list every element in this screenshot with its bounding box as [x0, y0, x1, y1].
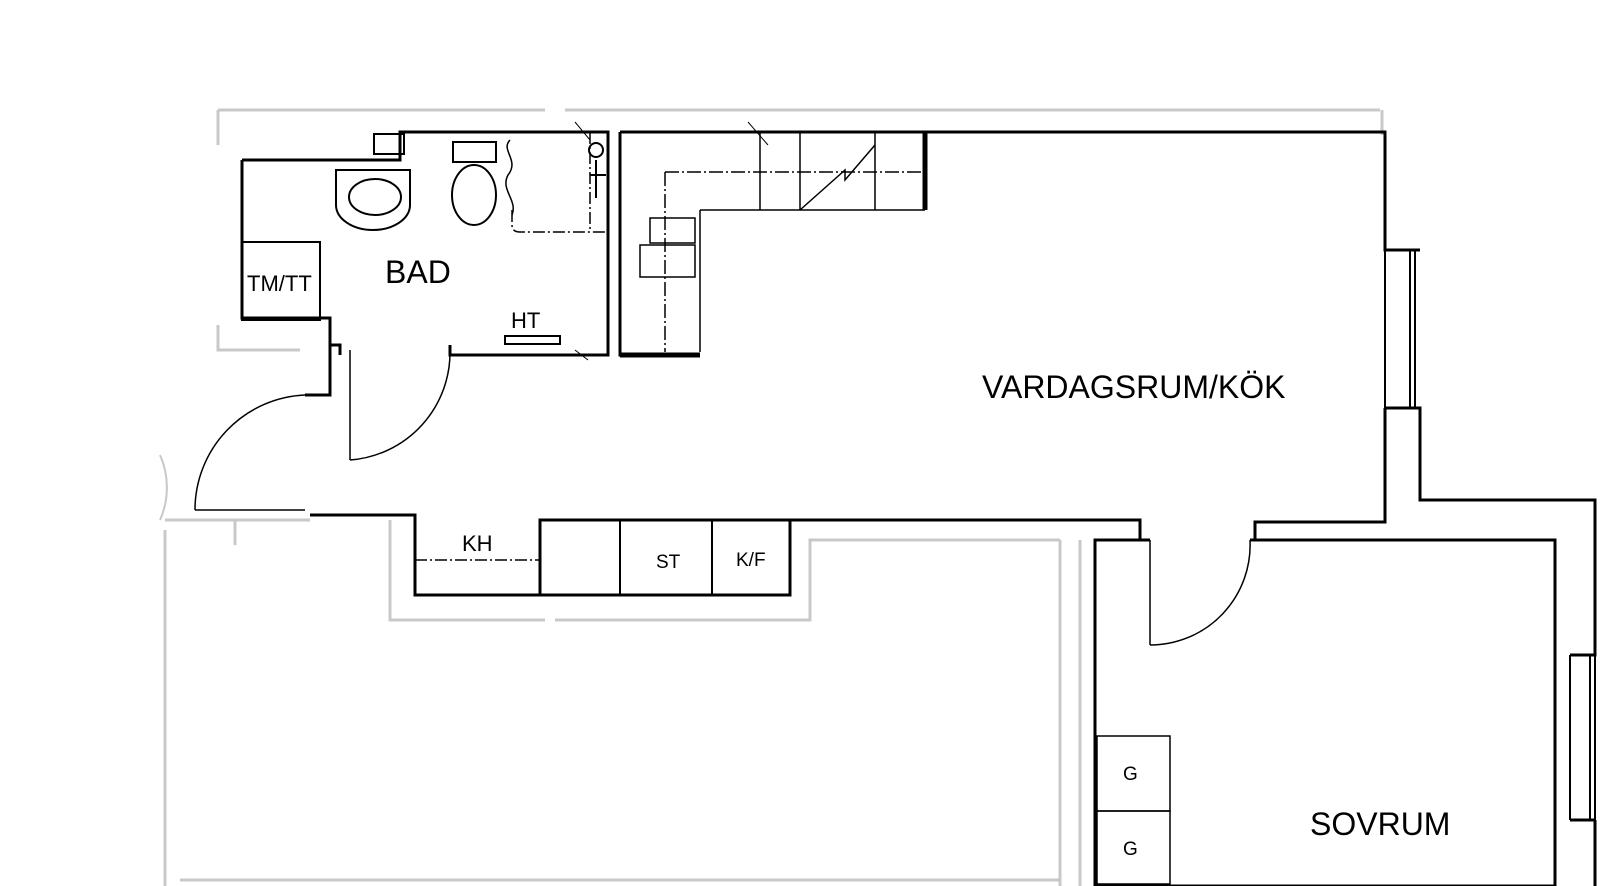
sink-icon	[335, 169, 411, 231]
room-label-sovrum: SOVRUM	[1310, 806, 1450, 842]
fixture-label-ht: HT	[511, 308, 540, 333]
sink-cabinet	[373, 133, 405, 155]
kitchen-counters	[574, 121, 925, 352]
walls	[240, 130, 1597, 886]
toilet-icon	[452, 141, 497, 163]
room-label-vardagsrum-kok: VARDAGSRUM/KÖK	[982, 369, 1285, 405]
windows	[1384, 250, 1596, 820]
fixture-label-kf: K/F	[736, 550, 766, 571]
fixture-label-kh: KH	[462, 531, 493, 556]
fixture-label-g-upper: G	[1123, 764, 1138, 785]
fixture-label-tm-tt: TM/TT	[247, 271, 312, 296]
room-label-bad: BAD	[385, 254, 451, 290]
neighbor-walls	[159, 108, 1384, 886]
doors	[194, 349, 1251, 646]
wardrobes	[1096, 735, 1171, 885]
towel-rail	[504, 335, 561, 345]
bathroom-fixtures	[241, 132, 606, 361]
fixture-label-g-lower: G	[1123, 839, 1138, 860]
fixture-label-st: ST	[656, 552, 681, 573]
